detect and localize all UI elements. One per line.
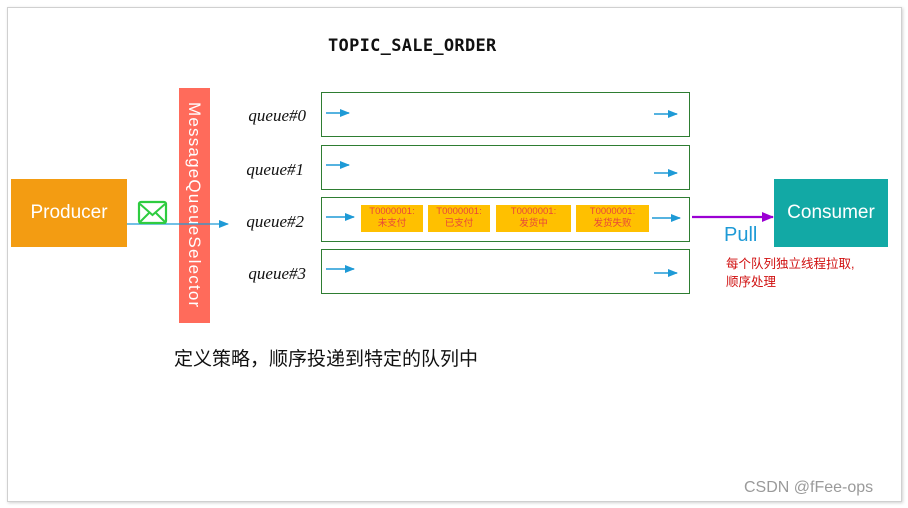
producer-box: Producer — [11, 179, 127, 247]
message-3-id: T0000001: — [589, 206, 636, 217]
message-0: T0000001: 未支付 — [361, 205, 423, 232]
watermark: CSDN @fFee-ops — [744, 479, 874, 496]
message-3-status: 发货失败 — [593, 218, 632, 229]
strategy-caption: 定义策略，顺序投递到特定的队列中 — [174, 349, 479, 370]
message-2-status: 发货中 — [519, 218, 548, 229]
pull-label: Pull — [724, 224, 758, 246]
queue-box-0 — [321, 92, 690, 137]
queue-box-3 — [321, 249, 690, 294]
topic-title: TOPIC_SALE_ORDER — [328, 36, 497, 56]
selector-label: MessageQueueSelector — [185, 102, 204, 309]
message-3: T0000001: 发货失败 — [576, 205, 649, 232]
queue-label-1: queue#1 — [246, 160, 304, 179]
queue-box-1 — [321, 145, 690, 190]
queue-box-2: T0000001: 未支付 T0000001: 已支付 T0000001: 发货… — [321, 197, 690, 242]
queue-label-2: queue#2 — [246, 212, 304, 231]
message-2-id: T0000001: — [510, 206, 557, 217]
message-1: T0000001: 已支付 — [428, 205, 490, 232]
message-0-id: T0000001: — [369, 206, 415, 217]
consumer-box: Consumer — [774, 179, 888, 247]
consumer-note-line-1: 每个队列独立线程拉取, — [726, 257, 855, 271]
consumer-note: 每个队列独立线程拉取, 顺序处理 — [726, 255, 854, 291]
message-queue-selector: MessageQueueSelector — [179, 88, 210, 323]
message-1-id: T0000001: — [436, 206, 482, 217]
message-2: T0000001: 发货中 — [496, 205, 571, 232]
message-0-status: 未支付 — [377, 218, 407, 229]
queue-label-3: queue#3 — [248, 264, 306, 283]
consumer-note-line-2: 顺序处理 — [726, 275, 777, 289]
message-1-status: 已支付 — [444, 218, 474, 229]
envelope-icon — [137, 200, 168, 225]
queue-label-0: queue#0 — [248, 106, 306, 125]
